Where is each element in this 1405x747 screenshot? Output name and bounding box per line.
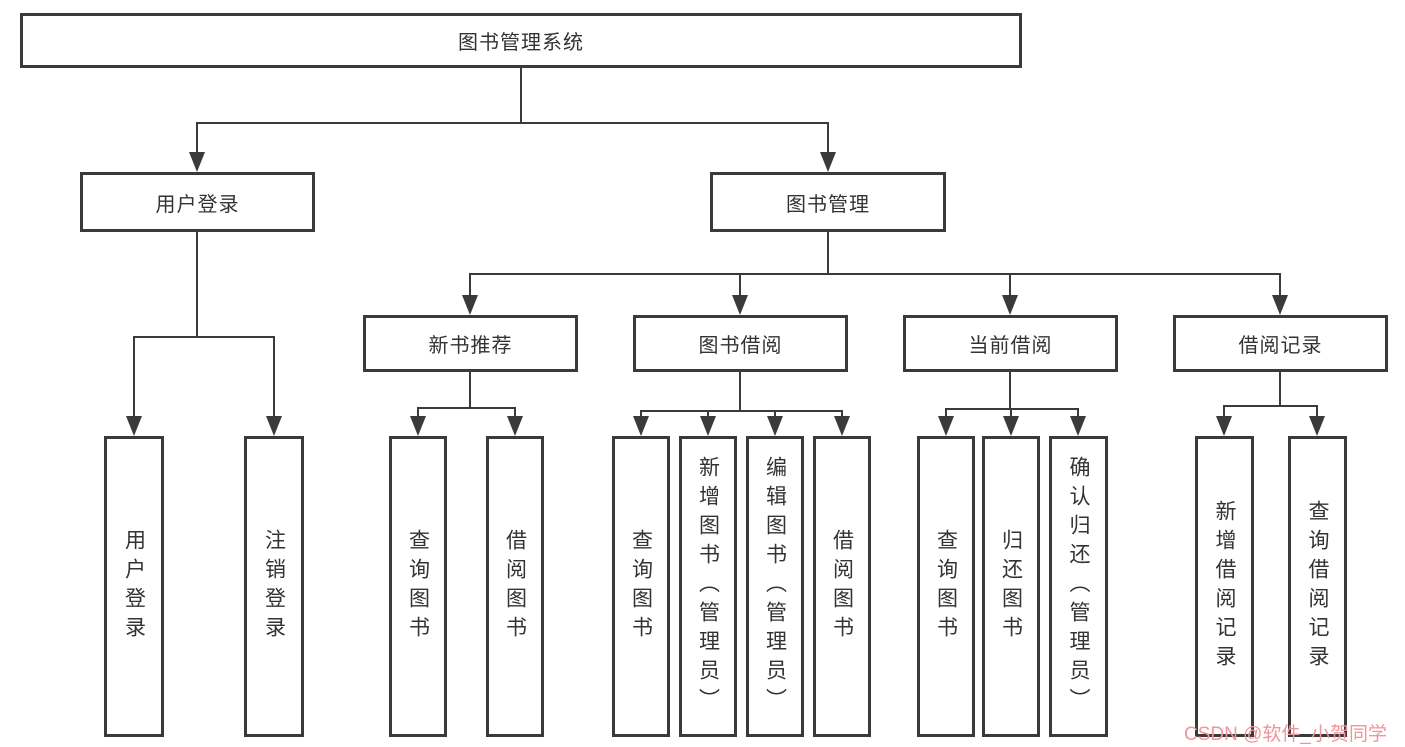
connector-currentborrow-stub (1009, 372, 1011, 408)
arrowhead-down-icon (1002, 295, 1018, 315)
connector-userlogin-stub (196, 232, 198, 336)
connector-root-drop-right (827, 122, 829, 154)
node-root: 图书管理系统 (20, 13, 1022, 68)
connector-bookborrow-drop-4 (841, 410, 843, 416)
connector-bookmgmt-drop-3 (1009, 273, 1011, 297)
leaf-borrow-query-books: 查询图书 (612, 436, 670, 737)
arrowhead-down-icon (767, 416, 783, 436)
connector-newbook-branch (417, 407, 516, 409)
leaf-record-query-borrow-record: 查询借阅记录 (1288, 436, 1347, 737)
arrowhead-down-icon (126, 416, 142, 436)
connector-borrowrecord-drop-1 (1223, 405, 1225, 416)
leaf-current-query-books: 查询图书 (917, 436, 975, 737)
leaf-logout: 注销登录 (244, 436, 304, 737)
connector-currentborrow-drop-2 (1010, 408, 1012, 416)
connector-userlogin-branch (133, 336, 274, 338)
leaf-record-add-borrow-record: 新增借阅记录 (1195, 436, 1254, 737)
connector-currentborrow-drop-3 (1077, 408, 1079, 416)
connector-bookborrow-drop-2 (707, 410, 709, 416)
arrowhead-down-icon (266, 416, 282, 436)
connector-newbook-stub (469, 372, 471, 407)
connector-bookmgmt-drop-1 (469, 273, 471, 297)
arrowhead-down-icon (507, 416, 523, 436)
arrowhead-down-icon (1309, 416, 1325, 436)
connector-currentborrow-drop-1 (945, 408, 947, 416)
node-current-borrow: 当前借阅 (903, 315, 1118, 372)
arrowhead-down-icon (410, 416, 426, 436)
leaf-newbook-borrow-books: 借阅图书 (486, 436, 544, 737)
node-new-book-recommend: 新书推荐 (363, 315, 578, 372)
arrowhead-down-icon (189, 152, 205, 172)
leaf-current-confirm-return-admin: 确认归还（管理员） (1049, 436, 1108, 737)
connector-bookborrow-drop-1 (640, 410, 642, 416)
connector-userlogin-drop-1 (133, 336, 135, 416)
csdn-watermark: CSDN @软件_小贺同学 (1184, 724, 1387, 745)
arrowhead-down-icon (820, 152, 836, 172)
connector-borrowrecord-stub (1279, 372, 1281, 405)
arrowhead-down-icon (834, 416, 850, 436)
leaf-borrow-borrow-books: 借阅图书 (813, 436, 871, 737)
connector-root-stub (520, 68, 522, 122)
node-borrow-record: 借阅记录 (1173, 315, 1388, 372)
connector-bookmgmt-drop-4 (1279, 273, 1281, 297)
connector-bookmgmt-stub (827, 232, 829, 273)
leaf-newbook-query-books: 查询图书 (389, 436, 447, 737)
connector-root-drop-left (196, 122, 198, 154)
node-book-management: 图书管理 (710, 172, 946, 232)
arrowhead-down-icon (938, 416, 954, 436)
connector-currentborrow-branch (945, 408, 1079, 410)
connector-userlogin-drop-2 (273, 336, 275, 416)
arrowhead-down-icon (1003, 416, 1019, 436)
leaf-borrow-add-books-admin: 新增图书（管理员） (679, 436, 737, 737)
leaf-borrow-edit-books-admin: 编辑图书（管理员） (746, 436, 804, 737)
connector-root-branch (196, 122, 829, 124)
connector-bookmgmt-drop-2 (739, 273, 741, 297)
node-user-login: 用户登录 (80, 172, 315, 232)
connector-bookmgmt-branch (469, 273, 1280, 275)
arrowhead-down-icon (1216, 416, 1232, 436)
connector-newbook-drop-1 (417, 407, 419, 416)
connector-bookborrow-drop-3 (774, 410, 776, 416)
connector-bookborrow-stub (739, 372, 741, 410)
connector-bookborrow-branch (640, 410, 843, 412)
connector-borrowrecord-branch (1223, 405, 1318, 407)
connector-borrowrecord-drop-2 (1316, 405, 1318, 416)
leaf-current-return-books: 归还图书 (982, 436, 1040, 737)
arrowhead-down-icon (732, 295, 748, 315)
arrowhead-down-icon (700, 416, 716, 436)
arrowhead-down-icon (1070, 416, 1086, 436)
arrowhead-down-icon (462, 295, 478, 315)
arrowhead-down-icon (633, 416, 649, 436)
leaf-user-login: 用户登录 (104, 436, 164, 737)
arrowhead-down-icon (1272, 295, 1288, 315)
node-book-borrow: 图书借阅 (633, 315, 848, 372)
connector-newbook-drop-2 (514, 407, 516, 416)
